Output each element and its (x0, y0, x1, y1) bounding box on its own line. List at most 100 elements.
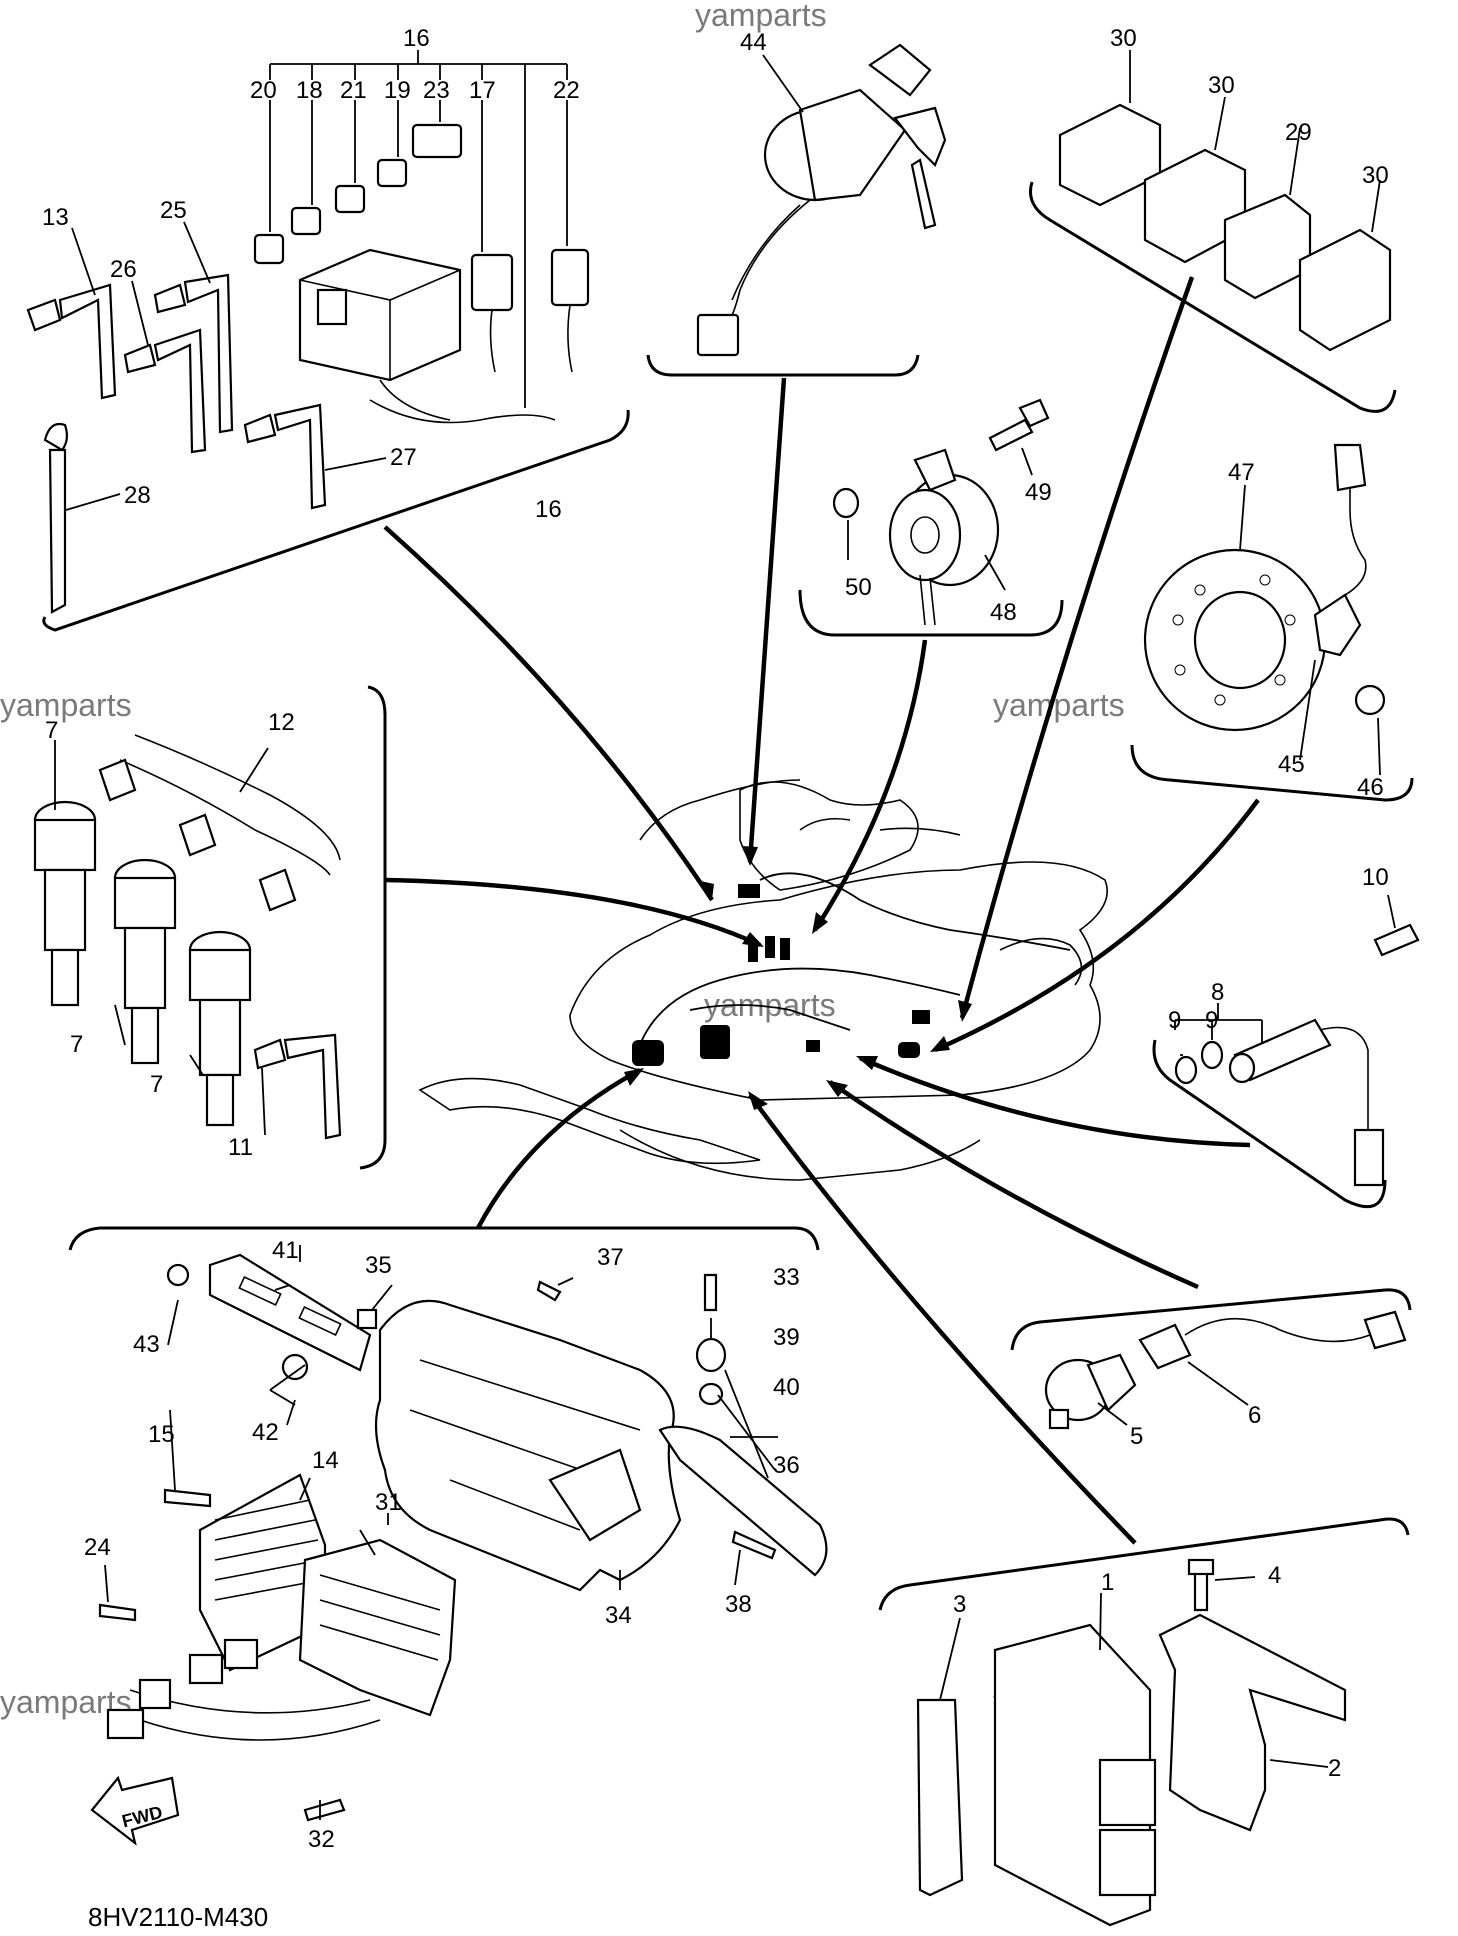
callout-41: 41 (272, 1237, 299, 1264)
callout-9a: 9 (1168, 1007, 1181, 1034)
arrow-coil (384, 877, 761, 948)
callout-9b: 9 (1205, 1007, 1218, 1034)
ignition-coil-group (33, 734, 342, 1140)
fuse-icon (376, 158, 408, 188)
clip-icon (356, 1308, 378, 1330)
callout-labels: 1 2 3 4 5 6 7 7 7 8 9 9 10 11 12 13 14 1… (42, 25, 1389, 1853)
callout-21: 21 (340, 77, 367, 104)
cable-tie-icon (43, 422, 69, 614)
callout-17: 17 (469, 77, 496, 104)
callout-5: 5 (1130, 1423, 1143, 1450)
arrow-sensor (813, 639, 928, 932)
electrical-bracket-icon (374, 1299, 682, 1592)
bracket-group (98, 1245, 828, 1822)
grommet-icon (695, 1337, 727, 1373)
bolt-icon (703, 1273, 718, 1312)
callout-4: 4 (1268, 1562, 1281, 1589)
callout-24: 24 (84, 1534, 111, 1561)
ignition-switch-group (696, 43, 947, 357)
diagram-code: 8HV2110-M430 (88, 1902, 268, 1932)
ecu-group (916, 1558, 1347, 1927)
callout-3: 3 (953, 1591, 966, 1618)
fuse-icon (290, 206, 322, 236)
fuse-holder-icon (550, 248, 590, 373)
trigger-wheel-icon (1143, 548, 1327, 732)
callout-7a: 7 (45, 717, 58, 744)
pickup-coil-icon (1313, 443, 1367, 657)
ignition-coil-icon (188, 930, 252, 1127)
callout-1: 1 (1101, 1569, 1114, 1596)
frame-fuse-group (42, 409, 630, 632)
bolt-icon (1373, 923, 1420, 957)
bolt-icon (163, 1488, 212, 1508)
callout-44: 44 (740, 29, 767, 56)
strap-icon (243, 403, 327, 510)
regulator-icon (198, 1473, 327, 1672)
frame-pressure-group (1010, 1288, 1412, 1351)
connector-icon (106, 1708, 145, 1740)
o-ring-icon (1200, 1040, 1224, 1070)
callout-26: 26 (110, 256, 137, 283)
callout-35: 35 (365, 1252, 392, 1279)
pressure-switch-icon (1044, 1353, 1137, 1430)
callout-23: 23 (423, 77, 450, 104)
callout-25: 25 (160, 197, 187, 224)
coil-connector-icon (98, 758, 137, 802)
ignition-coil-icon (113, 858, 177, 1065)
callout-27: 27 (390, 444, 417, 471)
temp-sensor-icon (1228, 1018, 1385, 1187)
fuse-box-group (26, 50, 590, 614)
collar-icon (698, 1382, 724, 1406)
nut-icon (1354, 684, 1386, 716)
connector-icon (223, 1638, 259, 1670)
callout-45: 45 (1278, 751, 1305, 778)
frame-temp-sensor-group (1152, 1039, 1387, 1209)
callout-32: 32 (308, 1826, 335, 1853)
nut-icon (281, 1353, 309, 1381)
strap-icon (26, 283, 117, 400)
callout-15: 15 (148, 1421, 175, 1448)
callout-46: 46 (1357, 774, 1384, 801)
callout-30a: 30 (1110, 25, 1137, 52)
plate-icon (208, 1253, 372, 1372)
arrow-pressure (828, 1080, 1199, 1290)
callout-8: 8 (1211, 979, 1224, 1006)
callout-19: 19 (384, 77, 411, 104)
trigger-wheel-group (1143, 443, 1386, 776)
callout-30b: 30 (1208, 72, 1235, 99)
callout-48: 48 (990, 599, 1017, 626)
speed-sensor-group (832, 398, 1050, 626)
callout-47: 47 (1228, 459, 1255, 486)
watermark-left: yamparts (0, 687, 132, 723)
callout-12: 12 (268, 709, 295, 736)
frame-bracket-group (68, 1226, 820, 1251)
callout-34: 34 (605, 1602, 632, 1629)
fwd-arrow-icon: FWD (90, 1775, 180, 1846)
strap-icon (153, 273, 234, 434)
callout-36: 36 (773, 1452, 800, 1479)
fuse-box-icon (298, 248, 556, 424)
ignition-switch-icon (696, 43, 947, 357)
relay-group (1058, 50, 1392, 352)
bolt-icon (98, 1603, 137, 1622)
frame-trigger-group (1130, 744, 1414, 802)
callout-16b: 16 (535, 496, 562, 523)
arrow-fuse-group (383, 525, 714, 902)
callout-43: 43 (133, 1331, 160, 1358)
frame-relay-group (1029, 181, 1397, 413)
callout-13: 13 (42, 204, 69, 231)
connector-icon (188, 1653, 224, 1685)
ignition-coil-icon (33, 800, 97, 1007)
callout-7c: 7 (150, 1071, 163, 1098)
callout-2: 2 (1328, 1755, 1341, 1782)
strap-icon (253, 1033, 342, 1140)
connector-icon (138, 1678, 172, 1710)
callout-16a: 16 (403, 25, 430, 52)
strap-icon (123, 328, 207, 454)
callout-14: 14 (312, 1447, 339, 1474)
callout-31: 31 (375, 1489, 402, 1516)
arrow-trigger (934, 798, 1260, 1053)
fuse-icon (253, 233, 285, 265)
bolt-icon (303, 1798, 346, 1822)
